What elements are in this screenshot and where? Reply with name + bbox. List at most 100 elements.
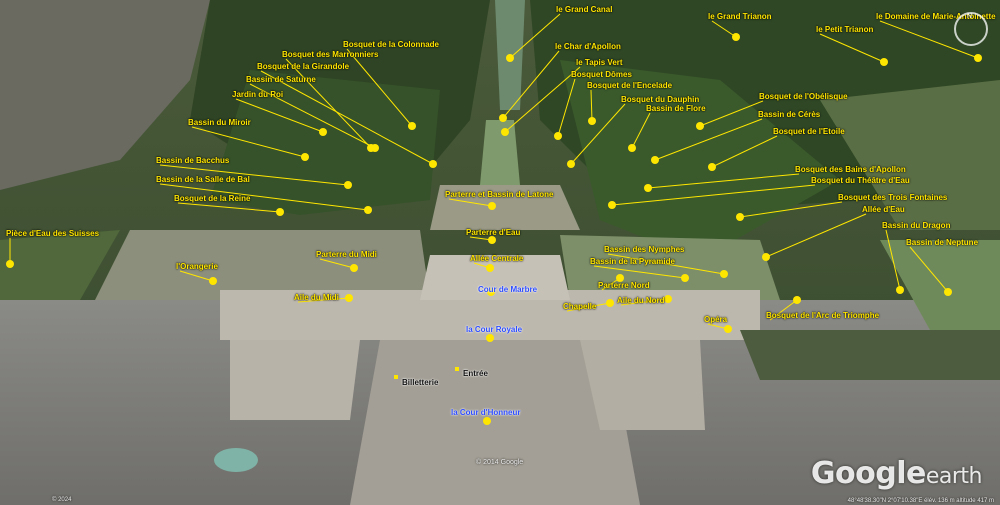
location-marker[interactable] [301,153,309,161]
location-marker[interactable] [708,163,716,171]
place-label: Cour de Marbre [478,285,538,294]
location-marker[interactable] [276,208,284,216]
place-label: Bassin de Flore [646,104,706,113]
place-label: l'Orangerie [176,262,218,271]
leader-line [769,299,798,321]
location-marker[interactable] [793,296,801,304]
location-marker[interactable] [350,264,358,272]
place-label: Billetterie [402,378,439,387]
location-marker[interactable] [736,213,744,221]
location-marker[interactable] [486,264,494,272]
place-label: Bassin du Miroir [188,118,251,127]
location-marker[interactable] [681,274,689,282]
location-marker[interactable] [732,33,740,41]
leader-line [448,198,493,207]
location-marker[interactable] [488,236,496,244]
leader-line [885,229,901,291]
place-label: Bassin de Bacchus [156,156,230,165]
leader-line [260,70,434,165]
location-marker[interactable] [762,253,770,261]
location-marker[interactable] [651,156,659,164]
location-marker[interactable] [345,294,353,302]
location-marker[interactable] [896,286,904,294]
place-label: la Cour d'Honneur [451,408,521,417]
location-marker[interactable] [554,132,562,140]
location-marker[interactable] [364,206,372,214]
place-label: Chapelle [563,302,597,311]
location-marker[interactable] [209,277,217,285]
place-label: le Domaine de Marie-Antoinette [876,12,996,21]
location-marker[interactable] [455,367,459,371]
location-marker[interactable] [608,201,616,209]
place-label: Bosquet de l'Etoile [773,127,845,136]
location-marker[interactable] [429,160,437,168]
copyright-text: © 2014 Google [476,459,524,466]
place-label: Bosquet de l'Encelade [587,81,673,90]
place-label: Allée d'Eau [862,205,905,214]
place-label: Bassin de Cérès [758,110,821,119]
location-marker[interactable] [696,122,704,130]
location-marker[interactable] [606,299,614,307]
location-marker[interactable] [371,144,379,152]
location-marker[interactable] [501,128,509,136]
location-marker[interactable] [488,202,496,210]
leader-line [159,164,349,186]
location-marker[interactable] [567,160,575,168]
location-marker[interactable] [974,54,982,62]
place-label: le Grand Canal [556,5,613,14]
place-label: Parterre et Bassin de Latone [445,190,554,199]
leader-line [654,118,763,161]
location-marker[interactable] [486,334,494,342]
leader-line [297,297,350,303]
leader-line [711,20,737,38]
location-marker[interactable] [880,58,888,66]
coordinates-status: 48°48'38.30"N 2°07'10.38"E élév. 136 m a… [847,498,994,504]
location-marker[interactable] [664,295,672,303]
place-label: Jardin du Roi [232,90,284,99]
location-marker[interactable] [344,181,352,189]
place-label: Opéra [704,315,728,324]
location-marker[interactable] [487,288,495,296]
location-marker[interactable] [944,288,952,296]
leader-line [590,89,593,122]
leader-line [593,265,686,279]
place-label: Bassin des Nymphes [604,245,685,254]
place-label: le Tapis Vert [576,58,623,67]
leader-line [557,78,576,137]
compass-icon[interactable]: N [954,12,988,46]
leader-line [739,201,843,218]
location-marker[interactable] [499,114,507,122]
location-marker[interactable] [616,274,624,282]
place-label: Bosquet du Théâtre d'Eau [811,176,910,185]
place-label: Bosquet de l'Obélisque [759,92,848,101]
location-marker[interactable] [6,260,14,268]
leader-line [566,302,611,312]
leader-line [509,13,561,59]
location-marker[interactable] [720,270,728,278]
leader-line [631,112,651,149]
location-marker[interactable] [319,128,327,136]
location-marker[interactable] [724,325,732,333]
place-label: Bosquet de la Reine [174,194,251,203]
location-marker[interactable] [644,184,652,192]
leader-line [819,33,885,63]
leader-line [765,213,867,258]
place-label: Bassin du Dragon [882,221,951,230]
place-label: la Cour Royale [466,325,523,334]
place-label: le Char d'Apollon [555,42,621,51]
place-label: le Petit Trianon [816,25,874,34]
place-label: Parterre Nord [598,281,650,290]
leader-line [879,20,979,59]
place-label: Bassin de Saturne [246,75,316,84]
location-marker[interactable] [506,54,514,62]
location-marker[interactable] [394,375,398,379]
location-marker[interactable] [588,117,596,125]
location-marker[interactable] [408,122,416,130]
location-marker[interactable] [628,144,636,152]
leader-line [611,184,816,206]
leader-line [346,48,413,127]
place-label: Bosquet du Dauphin [621,95,700,104]
location-marker[interactable] [483,417,491,425]
leader-line [179,270,214,282]
